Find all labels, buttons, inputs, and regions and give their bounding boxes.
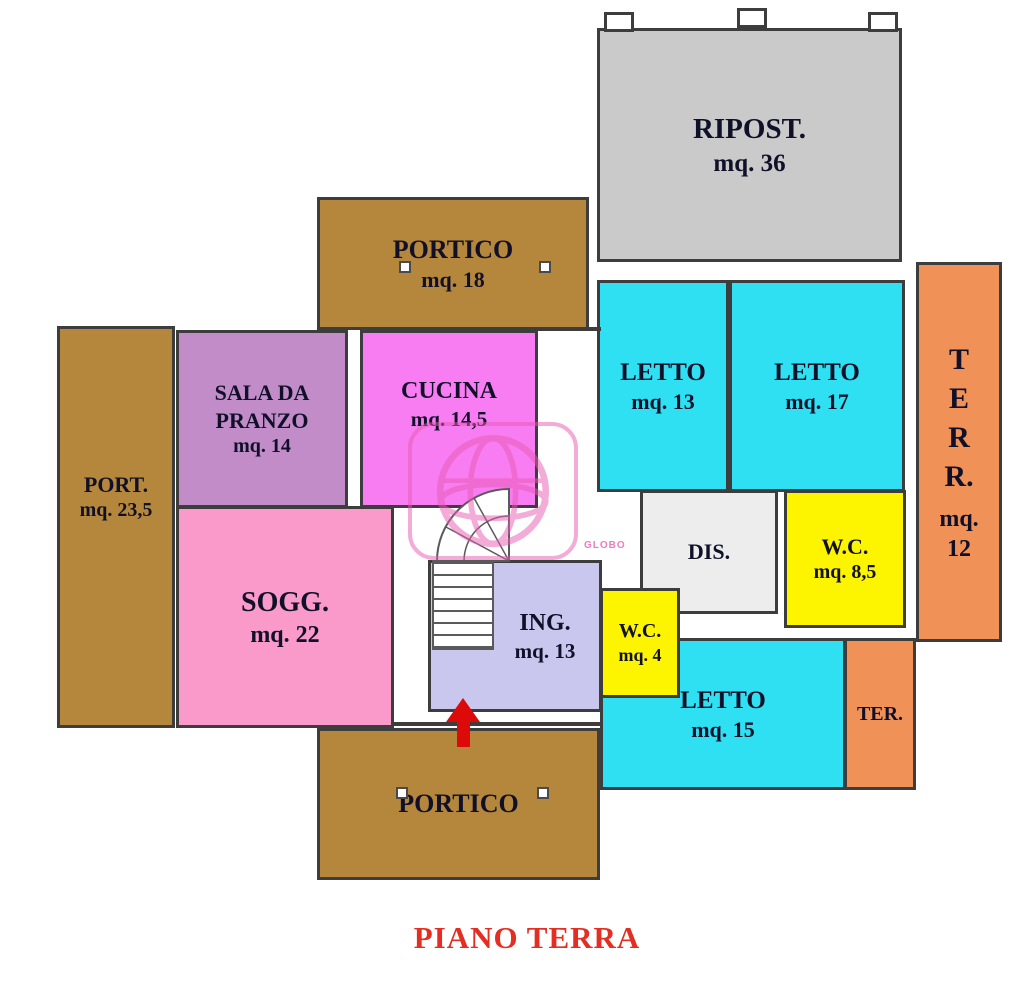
room-name: W.C. [821,533,869,559]
room-area: mq. 22 [250,621,320,648]
plan-title: PIANO TERRA [413,920,641,955]
room-soggiorno: SOGG. mq. 22 [176,506,394,728]
chimney-marker [868,12,898,32]
room-name: LETTO [774,358,860,386]
room-name: ING. [519,609,571,636]
room-portico-left: PORT. mq. 23,5 [57,326,175,728]
wall-segment [394,722,600,726]
room-name: SOGG. [241,586,329,618]
pillar-marker [396,787,408,799]
entrance-arrow-icon [446,698,480,747]
room-name: W.C. [618,620,662,643]
room-name: TER. [856,702,904,725]
room-name: DIS. [687,539,731,565]
room-name: RIPOST. [692,113,807,146]
room-wc-large: W.C. mq. 8,5 [784,490,906,628]
room-area: mq. 4 [618,645,662,666]
chimney-marker [737,8,767,28]
room-name: TERR. [944,343,974,493]
room-area: mq. 18 [421,267,485,292]
room-ripostiglio: RIPOST. mq. 36 [597,28,902,262]
room-area: mq. 14,5 [410,406,488,431]
room-cucina: CUCINA mq. 14,5 [360,330,538,508]
room-wc-small: W.C. mq. 4 [600,588,680,698]
arrow-head [446,698,480,722]
room-area: mq. 13 [514,638,576,663]
watermark-label: GLOBO [584,540,626,551]
room-area: mq. 13 [631,388,695,414]
room-area: mq. 17 [785,388,849,414]
pillar-marker [537,787,549,799]
room-area: mq. 36 [713,149,786,177]
room-area: mq. 15 [691,716,755,742]
room-letto-13: LETTO mq. 13 [597,280,729,492]
chimney-marker [604,12,634,32]
arrow-stem [456,722,470,747]
room-area: mq. 12 [939,506,979,562]
room-area: mq. 8,5 [813,561,877,584]
room-area: mq. 23,5 [79,499,153,522]
room-name: PORT. [83,471,149,497]
pillar-marker [539,261,551,273]
room-name: PORTICO [398,788,519,818]
room-portico-bottom: PORTICO [317,728,600,880]
room-name: LETTO [680,686,766,714]
room-area: mq. 14 [233,435,291,457]
wall-segment [537,327,601,331]
straight-stair-icon [432,560,494,650]
room-terrazzo-small: TER. [844,638,916,790]
room-name: PORTICO [392,234,514,264]
room-terrazzo-right: TERR. mq. 12 [916,262,1002,642]
room-name: SALA DA PRANZO [214,380,310,433]
spiral-stair-icon [435,487,510,562]
room-sala-da-pranzo: SALA DA PRANZO mq. 14 [176,330,348,508]
pillar-marker [399,261,411,273]
room-name: CUCINA [401,377,497,404]
room-letto-17: LETTO mq. 17 [729,280,905,492]
room-name: LETTO [620,358,706,386]
